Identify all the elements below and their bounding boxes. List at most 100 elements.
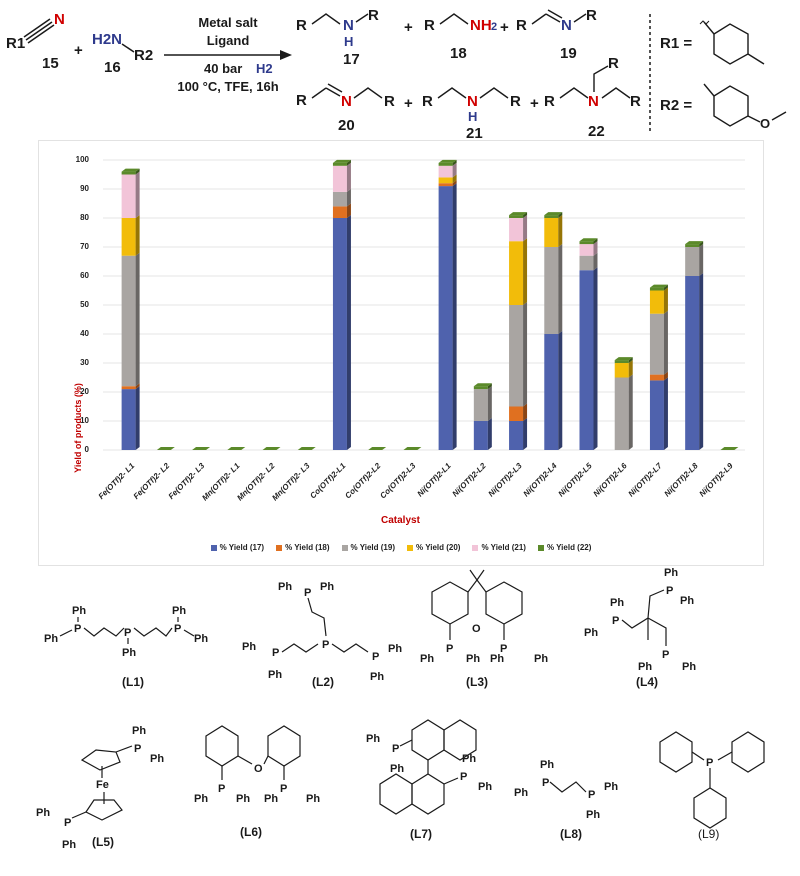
bar-segment bbox=[121, 386, 136, 390]
bar-segment bbox=[649, 374, 664, 381]
svg-text:Ph: Ph bbox=[370, 671, 384, 683]
chart-legend: % Yield (17) % Yield (18) % Yield (19) % Yi… bbox=[39, 543, 763, 552]
bar-cap bbox=[192, 447, 211, 450]
bar-stack bbox=[262, 447, 281, 450]
y-tick-label: 40 bbox=[80, 329, 89, 338]
svg-text:P: P bbox=[134, 743, 141, 755]
ligand-l2: Ph P Ph P P Ph Ph P Ph Ph (L2) bbox=[242, 581, 402, 689]
y-tick-label: 60 bbox=[80, 271, 89, 280]
amine-16: H2N R2 16 bbox=[92, 31, 153, 76]
reaction-scheme: R1 N 15 + H2N R2 16 Metal salt Ligand 40… bbox=[6, 7, 787, 140]
y-tick-label: 100 bbox=[75, 155, 89, 164]
legend-item: % Yield (18) bbox=[276, 543, 330, 552]
svg-text:R: R bbox=[368, 7, 379, 24]
bar-segment bbox=[438, 186, 453, 450]
svg-text:R2 =: R2 = bbox=[660, 97, 692, 114]
bar-stack bbox=[685, 241, 704, 450]
svg-text:P: P bbox=[124, 627, 131, 639]
bar-segment bbox=[473, 386, 488, 390]
legend-swatch-icon bbox=[472, 544, 479, 551]
svg-text:P: P bbox=[280, 783, 287, 795]
bar-stack bbox=[649, 284, 668, 450]
svg-text:R: R bbox=[296, 17, 307, 34]
svg-text:P: P bbox=[612, 615, 619, 627]
nitrile-15: R1 N 15 bbox=[6, 11, 65, 72]
svg-text:Ph: Ph bbox=[466, 653, 480, 665]
svg-text:Ph: Ph bbox=[534, 653, 548, 665]
legend-item: % Yield (22) bbox=[537, 543, 591, 552]
legend-item: % Yield (20) bbox=[407, 543, 460, 552]
svg-text:Ph: Ph bbox=[268, 669, 282, 681]
svg-text:O: O bbox=[472, 623, 481, 635]
bar-segment bbox=[685, 244, 700, 247]
svg-text:Ph: Ph bbox=[194, 793, 208, 805]
ligand-l6: O P Ph Ph P Ph Ph (L6) bbox=[194, 725, 320, 839]
product-22: R N R R 22 bbox=[544, 55, 641, 140]
bar-segment bbox=[438, 183, 453, 187]
legend-swatch-icon bbox=[407, 544, 413, 551]
bar-segment bbox=[332, 165, 347, 192]
svg-text:Ph: Ph bbox=[72, 605, 86, 617]
y-tick-label: 0 bbox=[84, 445, 89, 454]
svg-text:NH: NH bbox=[470, 17, 492, 34]
bar-segment bbox=[332, 191, 347, 207]
svg-text:(L3): (L3) bbox=[466, 675, 488, 689]
svg-text:Ph: Ph bbox=[514, 787, 528, 799]
svg-text:P: P bbox=[218, 783, 225, 795]
bar-stack bbox=[368, 447, 387, 450]
bar-segment bbox=[685, 276, 700, 450]
svg-text:P: P bbox=[706, 757, 713, 769]
legend-swatch-icon bbox=[537, 544, 544, 551]
svg-text:R: R bbox=[516, 17, 527, 34]
bar-stack bbox=[614, 357, 633, 450]
svg-text:Ph: Ph bbox=[306, 793, 320, 805]
legend-swatch-icon bbox=[210, 544, 217, 551]
svg-text:Ph: Ph bbox=[610, 597, 624, 609]
svg-text:Ph: Ph bbox=[604, 781, 618, 793]
svg-text:Ph: Ph bbox=[638, 661, 652, 673]
svg-text:Ph: Ph bbox=[320, 581, 334, 593]
bar-segment bbox=[649, 287, 664, 291]
bar-stack bbox=[156, 447, 175, 450]
chart-plot-area bbox=[103, 159, 745, 451]
legend-label: % Yield (17) bbox=[219, 543, 265, 552]
bar-stack bbox=[332, 159, 351, 450]
ligand-l8: Ph P Ph P Ph Ph (L8) bbox=[514, 759, 618, 841]
bar-cap bbox=[227, 447, 246, 450]
svg-text:R: R bbox=[296, 92, 307, 109]
bar-stack bbox=[438, 159, 457, 450]
svg-text:Ph: Ph bbox=[366, 733, 380, 745]
svg-text:N: N bbox=[561, 17, 572, 34]
svg-text:Ph: Ph bbox=[664, 567, 678, 579]
svg-text:Ph: Ph bbox=[242, 641, 256, 653]
ligand-l3: O P Ph Ph P Ph Ph (L3) bbox=[420, 569, 548, 689]
svg-text:100 °C, TFE, 16h: 100 °C, TFE, 16h bbox=[177, 79, 278, 94]
y-tick-label: 50 bbox=[80, 300, 89, 309]
product-17: R N H R 17 bbox=[296, 7, 379, 68]
bar-segment bbox=[509, 241, 524, 305]
bar-segment bbox=[121, 218, 136, 256]
svg-text:P: P bbox=[64, 817, 71, 829]
svg-text:2: 2 bbox=[491, 21, 497, 33]
svg-text:Ph: Ph bbox=[36, 807, 50, 819]
svg-text:H2N: H2N bbox=[92, 31, 122, 48]
bar-cap bbox=[473, 383, 492, 387]
bar-segment bbox=[473, 421, 488, 450]
bar-segment bbox=[544, 215, 559, 218]
bar-segment bbox=[649, 290, 664, 314]
y-axis-label: Yield of products (%) bbox=[72, 383, 83, 473]
y-tick-label: 70 bbox=[80, 242, 89, 251]
svg-text:R: R bbox=[384, 93, 395, 110]
bar-segment bbox=[579, 255, 594, 271]
bar-segment bbox=[121, 171, 136, 175]
svg-text:+: + bbox=[500, 19, 509, 36]
legend-item: % Yield (19) bbox=[341, 543, 395, 552]
svg-text:(L5): (L5) bbox=[92, 835, 114, 849]
bar-stack bbox=[121, 168, 140, 450]
svg-text:Ph: Ph bbox=[150, 753, 164, 765]
bar-segment bbox=[509, 305, 524, 407]
svg-text:N: N bbox=[343, 17, 354, 34]
svg-text:Ph: Ph bbox=[682, 661, 696, 673]
svg-text:P: P bbox=[460, 771, 467, 783]
